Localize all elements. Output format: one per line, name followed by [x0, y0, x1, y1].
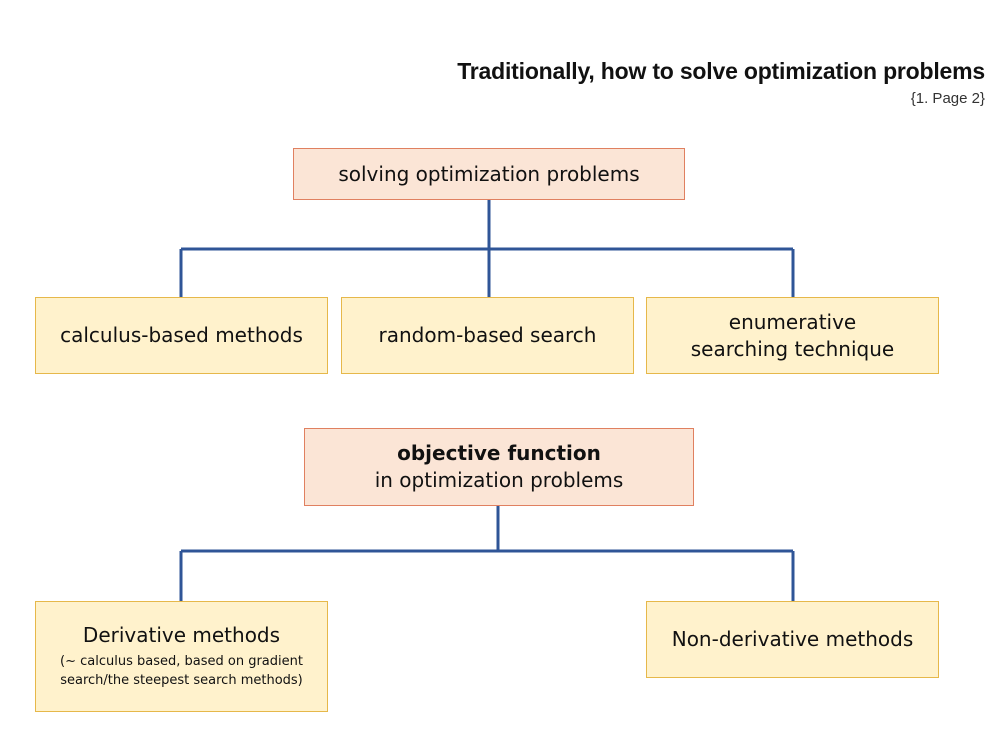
child-box-calculus-based: calculus-based methods — [35, 297, 328, 374]
root-box-subtitle: in optimization problems — [374, 468, 624, 492]
root-box-solving-optimization: solving optimization problems — [293, 148, 685, 200]
root-box-title: objective function — [397, 441, 601, 465]
child-box-random-based: random-based search — [341, 297, 634, 374]
child-box-enumerative: enumerative searching technique — [646, 297, 939, 374]
page-title: Traditionally, how to solve optimization… — [457, 58, 985, 84]
child-box-label: enumerative searching technique — [690, 309, 895, 361]
root-box-label: solving optimization problems — [338, 161, 640, 186]
root-box-objective-function: objective function in optimization probl… — [304, 428, 694, 506]
child-box-label: Derivative methods — [82, 623, 281, 648]
child-box-note: (~ calculus based, based on gradient sea… — [60, 654, 303, 688]
child-box-label: calculus-based methods — [60, 323, 303, 347]
child-box-non-derivative-methods: Non-derivative methods — [646, 601, 939, 678]
page-reference: {1. Page 2} — [910, 90, 985, 107]
child-box-label: random-based search — [378, 323, 597, 347]
child-box-derivative-methods: Derivative methods (~ calculus based, ba… — [35, 601, 328, 712]
child-box-label: Non-derivative methods — [671, 627, 914, 651]
